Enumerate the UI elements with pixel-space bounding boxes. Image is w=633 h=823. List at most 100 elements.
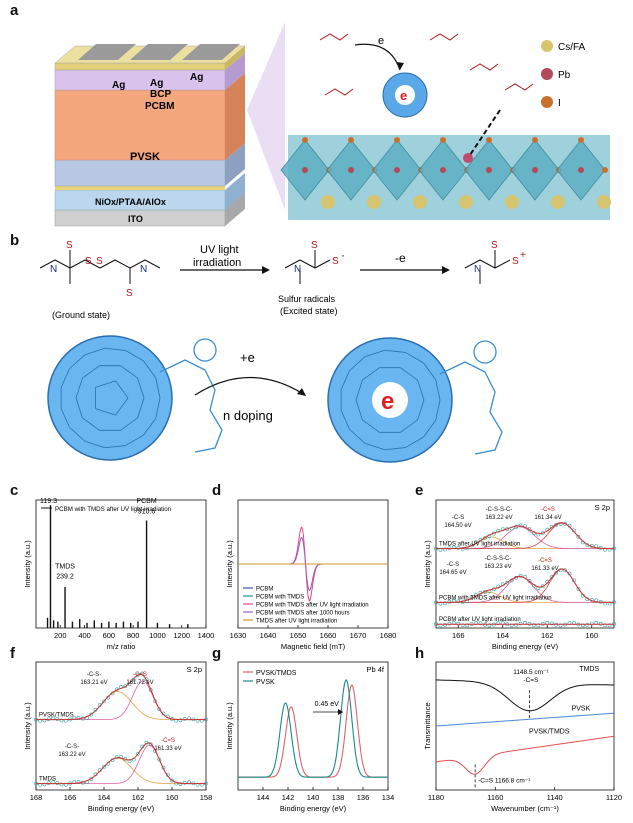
y-axis-label: Intensity (a.u.) [423, 540, 432, 588]
cage-edge [104, 347, 126, 351]
pb-atom [394, 167, 400, 173]
cage-edge [95, 408, 116, 416]
data-point [469, 596, 474, 601]
layer-alox [55, 186, 225, 190]
peak-annotation: TMDS [55, 563, 75, 570]
i-atom [532, 137, 538, 143]
cation-n: N [474, 264, 481, 275]
data-point [42, 718, 47, 723]
x-axis-label: Magnetic field (mT) [281, 642, 346, 651]
cation-s: S [512, 256, 519, 267]
tmds-skeleton [39, 259, 161, 269]
layer-bcp [54, 62, 226, 71]
data-point [199, 718, 204, 723]
cage-edge [405, 436, 424, 448]
radical-label-2: (Excited state) [280, 306, 338, 316]
data-point [567, 621, 572, 626]
fit-envelope [436, 522, 614, 550]
label-niox: NiOx/PTAA/AlOx [95, 197, 166, 207]
octahedra-group [280, 137, 611, 209]
cage-edge [143, 360, 157, 378]
i-atom [486, 137, 492, 143]
series-label: PVSK [572, 706, 591, 713]
cage-edge [417, 379, 425, 401]
peak-annotation: 164.65 eV [439, 570, 466, 576]
data-point [148, 742, 153, 747]
x-tick-label: 140 [307, 793, 320, 802]
x-tick-label: 1400 [198, 631, 215, 640]
radical-s: S [332, 256, 339, 267]
data-point [42, 782, 47, 787]
plot-frame [35, 499, 207, 629]
x-axis-label: Binding energy (eV) [88, 804, 155, 813]
electron-circle [395, 85, 415, 105]
tmds-molecules [319, 33, 534, 96]
phenyl-right [473, 340, 497, 364]
x-tick-label: 164 [98, 793, 111, 802]
data-point [46, 717, 51, 721]
tmds-s-bottom: S [126, 288, 133, 299]
xps-series [238, 679, 388, 778]
peak-annotation: 161.33 eV [154, 746, 181, 752]
data-point [178, 782, 183, 786]
trace-label: TMDS [39, 777, 56, 783]
y-axis-label: Intensity (a.u.) [225, 702, 234, 750]
xps-series [238, 684, 388, 778]
peak-annotation: 161.34 eV [534, 515, 561, 521]
peak-annotation: -C-S- [87, 672, 101, 678]
x-tick-label: 1670 [350, 631, 367, 640]
side-chain-left [159, 359, 223, 453]
x-axis-label: Wavenumber (cm⁻¹) [491, 804, 559, 813]
data-point [59, 718, 64, 723]
csfa-atom [505, 195, 519, 209]
panel-title: Pb 4f [366, 665, 384, 674]
data-point [442, 547, 447, 552]
pb-atom [440, 167, 446, 173]
shift-annotation: 0.45 eV [315, 701, 339, 708]
x-tick-label: 1650 [290, 631, 307, 640]
zoom-wedge [247, 22, 285, 210]
fullerene-left-cage [60, 347, 161, 449]
cage-edge [60, 368, 70, 388]
data-point [59, 782, 64, 787]
data-point [460, 623, 465, 627]
fit-envelope [436, 568, 614, 603]
layer-bcp-side [225, 46, 245, 70]
ftir-series [435, 712, 615, 727]
layer-pvsk [54, 89, 226, 161]
data-point [554, 570, 559, 575]
x-axis-label: m/z ratio [107, 642, 136, 651]
label-ag-2: Ag [150, 78, 163, 89]
i-atom [348, 137, 354, 143]
data-point [76, 716, 81, 720]
legend-entry: TMDS after UV light irradiation [256, 619, 337, 625]
layer-buffer [54, 159, 226, 187]
y-axis-label: Intensity (a.u.) [23, 540, 32, 588]
peak-annotation: 163.22 eV [58, 752, 85, 758]
legend-pb-dot [541, 68, 553, 80]
n-doping-label: n doping [223, 408, 273, 423]
peak-annotation: -C-S- [65, 744, 79, 750]
data-point [496, 621, 501, 626]
data-point [536, 623, 541, 628]
tmds-s-2: S [96, 256, 103, 267]
x-tick-label: 160 [166, 793, 179, 802]
legend-entry: PVSK/TMDS [256, 670, 297, 677]
plot-frame [35, 661, 207, 791]
transfer-e-label: e [378, 35, 384, 47]
shift-arrowhead [338, 709, 343, 715]
tmds-molecule [469, 63, 499, 71]
i-atom [578, 137, 584, 143]
data-point [607, 601, 612, 606]
ag-electrode-2 [130, 44, 188, 60]
data-point [127, 759, 132, 763]
cation-s-top: S [491, 240, 498, 251]
panel-letter-g: g [212, 645, 222, 662]
csfa-atom [413, 195, 427, 209]
x-tick-label: 1140 [547, 793, 563, 802]
x-tick-label: 134 [382, 793, 395, 802]
data-point [178, 718, 183, 723]
x-tick-label: 1000 [149, 631, 166, 640]
